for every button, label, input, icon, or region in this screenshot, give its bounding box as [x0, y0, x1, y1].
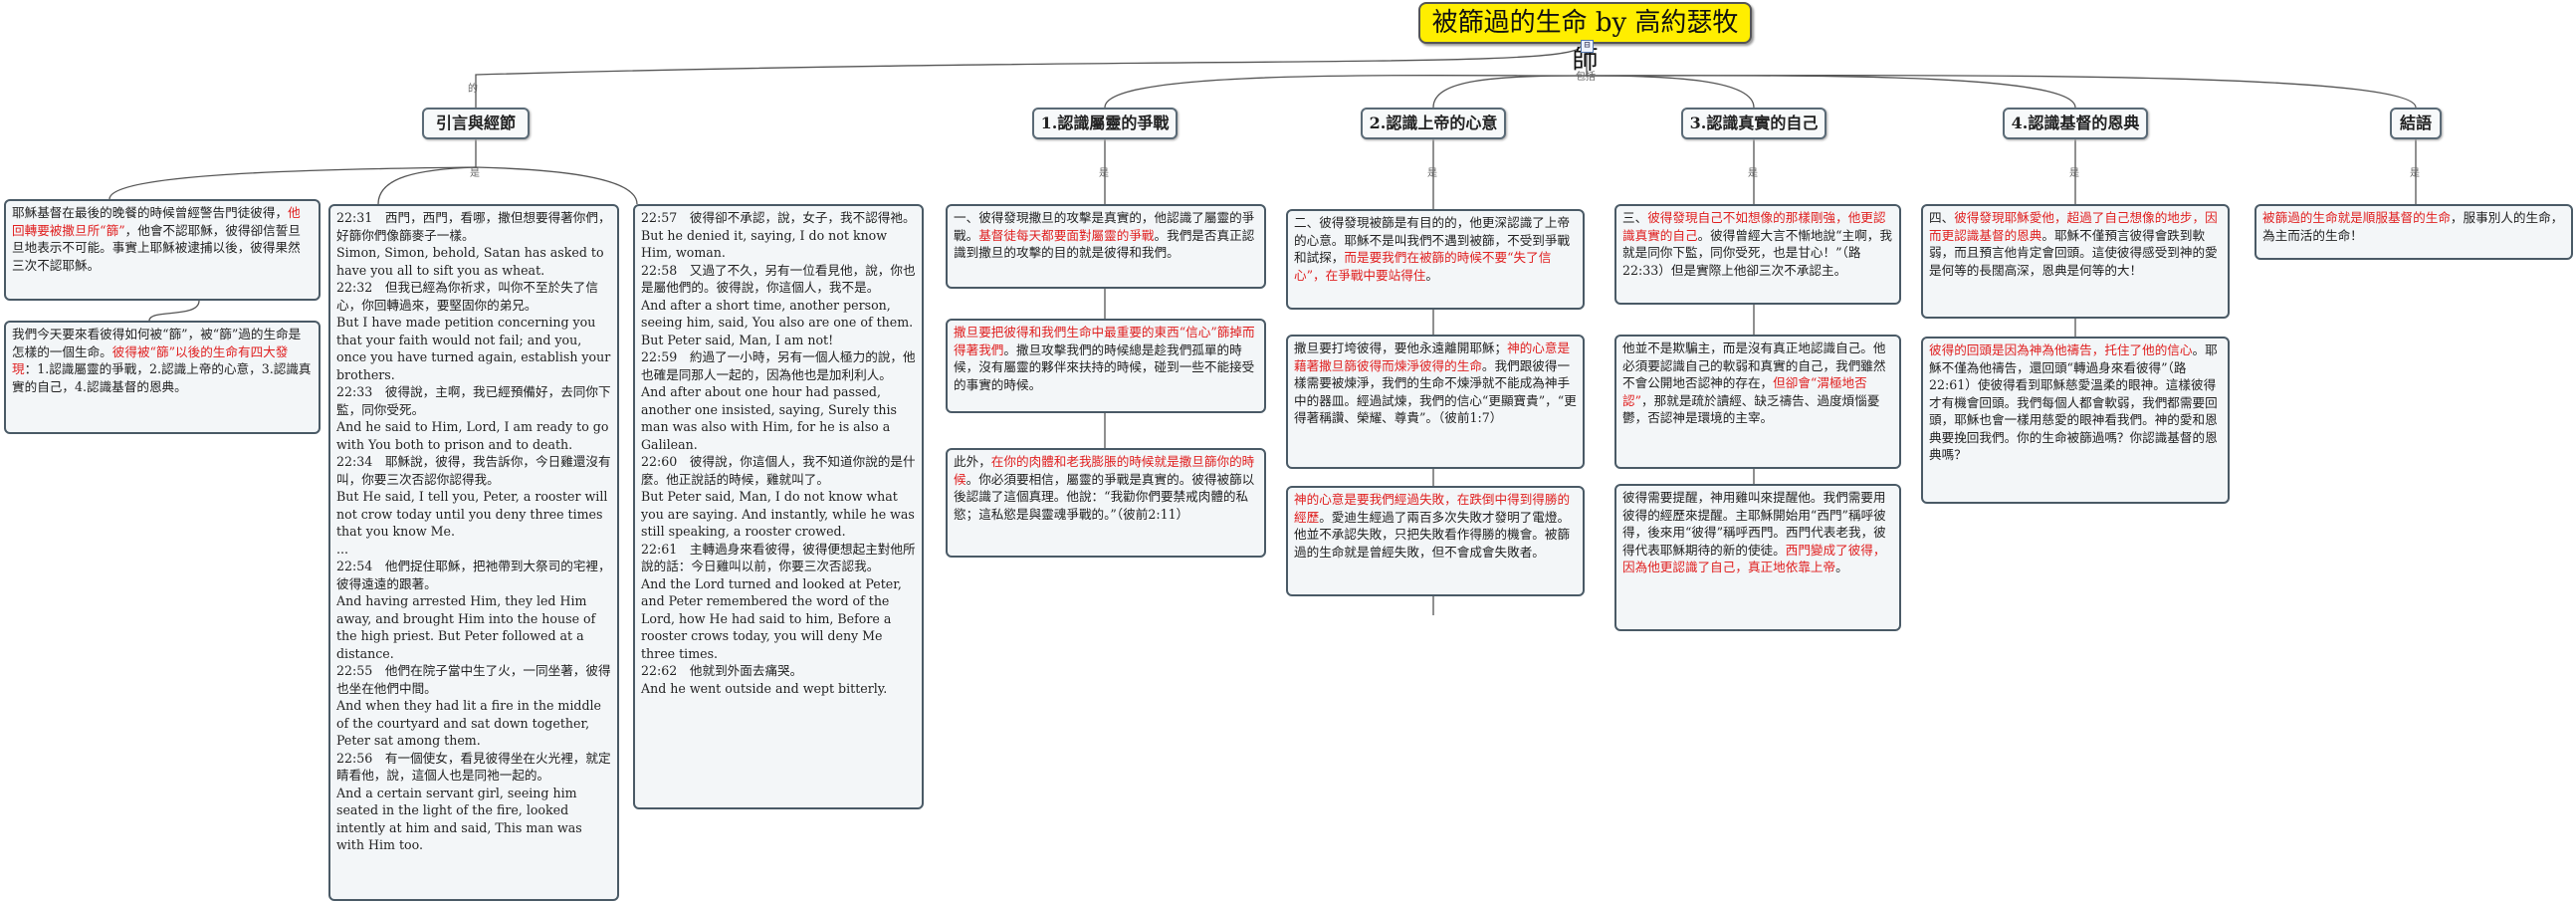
t1-c-text-0: 此外，: [954, 454, 991, 469]
relation-label-intro: 是: [470, 168, 480, 179]
t3-a-text-2: 。彼得曾經大言不慚地說“主啊，我就是同你下監，同你受死，也是甘心！”（路22:3…: [1622, 227, 1892, 278]
t4-a-text-2: 。耶穌不僅預言彼得會跌到軟弱，而且預言他肯定會回頭。這使彼得感受到神的愛是何等的…: [1929, 227, 2218, 278]
relation-label-right: 包括: [1576, 72, 1596, 83]
relation-label-t4: 是: [2069, 168, 2079, 179]
intro-a-text-1: 他回轉要被撒旦所“篩”: [12, 205, 301, 238]
t4-a-text-1: 彼得發現耶穌愛他，超過了自己想像的地步，因而更認識基督的恩典: [1929, 210, 2218, 243]
t1-c-text-2: 。你必須要相信，屬靈的爭戰是真實的。彼得被篩以後認識了這個真理。他說：“我勸你們…: [954, 471, 1255, 522]
t3-b-text-2: ，那就是疏於讀經、缺乏禱告、過度煩惱憂鬱，否認神是環境的主宰。: [1622, 392, 1880, 426]
t2-a-text-2: 。: [1425, 267, 1438, 283]
t1-b-text-0: 撒旦要把彼得和我們生命中最重要的東西“信心”篩掉而得著我們: [954, 325, 1255, 357]
t3-a-text-0: 三、: [1622, 210, 1648, 225]
t2-a-text-1: 而是要我們在被篩的時候不要“失了信心”，在爭戰中要站得住: [1294, 250, 1552, 283]
relation-label-t2: 是: [1427, 168, 1437, 179]
t2-b-text-1: 神的心意是藉著撒旦篩彼得而煉淨彼得的生命: [1294, 340, 1571, 373]
t3-c-text-2: 。: [1835, 560, 1848, 574]
t5-a-text-1: ，服事別人的生命，為主而活的生命！: [2262, 210, 2564, 243]
t2-b-text-0: 撒旦要打垮彼得，要他永遠離開耶穌；: [1294, 340, 1508, 355]
intro-a-text-2: ，他會不認耶穌，彼得卻信誓旦旦地表示不可能。事實上耶穌被逮捕以後，彼得果然三次不…: [12, 222, 301, 273]
intro-b-text-0: 我們今天要來看彼得如何被“篩”，被“篩”過的生命是怎樣的一個生命。: [12, 327, 302, 359]
box-verses-b[interactable]: 22:57 彼得卻不承認，說，女子，我不認得祂。 But he denied i…: [633, 204, 924, 809]
topic-true-self[interactable]: 3.認識真實的自己: [1681, 108, 1826, 139]
t3-a-text-1: 彼得發現自己不如想像的那樣剛強，他更認識真實的自己: [1622, 210, 1886, 243]
t3-c-text-0: 彼得需要提醒，神用雞叫來提醒他。我們需要用彼得的經歷來提醒。主耶穌開始用“西門”…: [1622, 490, 1886, 558]
box-t4-b[interactable]: 彼得的回頭是因為神為他禱告，托住了他的信心。耶穌不僅為他禱告，還回頭“轉過身來看…: [1921, 337, 2230, 504]
box-intro-a[interactable]: 耶穌基督在最後的晚餐的時候曾經警告門徒彼得，他回轉要被撒旦所“篩”，他會不認耶穌…: [4, 199, 321, 301]
box-t3-a[interactable]: 三、彼得發現自己不如想像的那樣剛強，他更認識真實的自己。彼得曾經大言不慚地說“主…: [1614, 204, 1901, 305]
topic-intro[interactable]: 引言與經節: [422, 108, 530, 139]
topic-spiritual-warfare[interactable]: 1.認識屬靈的爭戰: [1032, 108, 1178, 139]
box-t1-c[interactable]: 此外，在你的肉體和老我膨脹的時候就是撒旦篩你的時候。你必須要相信，屬靈的爭戰是真…: [946, 448, 1266, 558]
central-topic[interactable]: 被篩過的生命 by 高約瑟牧師: [1418, 2, 1752, 76]
box-t2-c[interactable]: 神的心意是要我們經過失敗，在跌倒中得到得勝的經歷。愛迪生經過了兩百多次失敗才發明…: [1286, 486, 1585, 596]
box-t5-a[interactable]: 被篩過的生命就是順服基督的生命，服事別人的生命，為主而活的生命！: [2254, 204, 2573, 260]
t1-c-text-1: 在你的肉體和老我膨脹的時候就是撒旦篩你的時候: [954, 454, 1255, 487]
box-t1-b[interactable]: 撒旦要把彼得和我們生命中最重要的東西“信心”篩掉而得著我們。撒旦攻擊我們的時候總…: [946, 319, 1266, 413]
topic-grace-of-christ[interactable]: 4.認識基督的恩典: [2003, 108, 2148, 139]
box-t4-a[interactable]: 四、彼得發現耶穌愛他，超過了自己想像的地步，因而更認識基督的恩典。耶穌不僅預言彼…: [1921, 204, 2230, 319]
t3-b-text-0: 他並不是欺騙主，而是沒有真正地認識自己。他必須要認識自己的軟弱和真實的自己，我們…: [1622, 340, 1886, 390]
t2-c-text-0: 神的心意是要我們經過失敗，在跌倒中得到得勝的經歷: [1294, 492, 1571, 525]
t4-a-text-0: 四、: [1929, 210, 1955, 225]
box-t3-b[interactable]: 他並不是欺騙主，而是沒有真正地認識自己。他必須要認識自己的軟弱和真實的自己，我們…: [1614, 335, 1901, 469]
relation-label-t1: 是: [1099, 168, 1109, 179]
box-intro-b[interactable]: 我們今天要來看彼得如何被“篩”，被“篩”過的生命是怎樣的一個生命。彼得被“篩”以…: [4, 321, 321, 434]
box-t2-b[interactable]: 撒旦要打垮彼得，要他永遠離開耶穌；神的心意是藉著撒旦篩彼得而煉淨彼得的生命。我們…: [1286, 335, 1585, 469]
t1-a-text-1: 基督徒每天都要面對屬靈的爭戰: [978, 227, 1155, 243]
topic-conclusion[interactable]: 結語: [2390, 108, 2442, 139]
topic-gods-will[interactable]: 2.認識上帝的心意: [1361, 108, 1506, 139]
t3-c-text-1: 西門變成了彼得，因為他更認識了自己，真正地依靠上帝: [1622, 542, 1886, 575]
verses-b-text-0: 22:57 彼得卻不承認，說，女子，我不認得祂。 But he denied i…: [641, 210, 916, 696]
intro-b-text-2: ：1.認識屬靈的爭戰，2.認識上帝的心意，3.認識真實的自己，4.認識基督的恩典…: [12, 361, 312, 394]
box-t2-a[interactable]: 二、彼得發現被篩是有目的的，他更深認識了上帝的心意。耶穌不是叫我們不遇到被篩，不…: [1286, 209, 1585, 310]
t1-a-text-0: 一、彼得發現撒旦的攻擊是真實的，他認識了屬靈的爭戰。: [954, 210, 1255, 243]
relation-label-t5: 是: [2410, 168, 2420, 179]
t3-b-text-1: 但卻會“渭極地否認”: [1622, 375, 1867, 408]
t5-a-text-0: 被篩過的生命就是順服基督的生命: [2262, 210, 2451, 225]
intro-a-text-0: 耶穌基督在最後的晚餐的時候曾經警告門徒彼得，: [12, 205, 289, 220]
box-t1-a[interactable]: 一、彼得發現撒旦的攻擊是真實的，他認識了屬靈的爭戰。基督徒每天都要面對屬靈的爭戰…: [946, 204, 1266, 289]
box-verses-a[interactable]: 22:31 西門，西門，看哪，撒但想要得著你們，好篩你們像篩麥子一樣。 Simo…: [328, 204, 619, 901]
t4-b-text-0: 彼得的回頭是因為神為他禱告，托住了他的信心: [1929, 342, 2193, 357]
collapse-toggle[interactable]: ⊟: [1581, 40, 1594, 53]
t4-b-text-1: 。耶穌不僅為他禱告，還回頭“轉過身來看彼得”（路22:61）使彼得看到耶穌慈愛溫…: [1929, 342, 2218, 462]
verses-a-text-0: 22:31 西門，西門，看哪，撒但想要得著你們，好篩你們像篩麥子一樣。 Simo…: [336, 210, 611, 852]
t2-b-text-2: 。我們跟彼得一樣需要被煉淨，我們的生命不煉淨就不能成為神手中的器皿。經過試煉，我…: [1294, 357, 1577, 426]
relation-label-left: 的: [468, 84, 478, 95]
t2-a-text-0: 二、彼得發現被篩是有目的的，他更深認識了上帝的心意。耶穌不是叫我們不遇到被篩，不…: [1294, 215, 1571, 265]
relation-label-t3: 是: [1748, 168, 1758, 179]
t2-c-text-1: 。愛迪生經過了兩百多次失敗才發明了電燈。他並不承認失敗，只把失敗看作得勝的機會。…: [1294, 509, 1571, 560]
t1-a-text-2: 。我們是否真正認識到撒旦的攻擊的目的就是彼得和我們。: [954, 227, 1255, 261]
t1-b-text-1: 。撒旦攻擊我們的時候總是趁我們孤單的時候，沒有屬靈的夥伴來扶持的時候，碰到一些不…: [954, 341, 1255, 392]
box-t3-c[interactable]: 彼得需要提醒，神用雞叫來提醒他。我們需要用彼得的經歷來提醒。主耶穌開始用“西門”…: [1614, 484, 1901, 631]
intro-b-text-1: 彼得被“篩”以後的生命有四大發現: [12, 343, 289, 377]
